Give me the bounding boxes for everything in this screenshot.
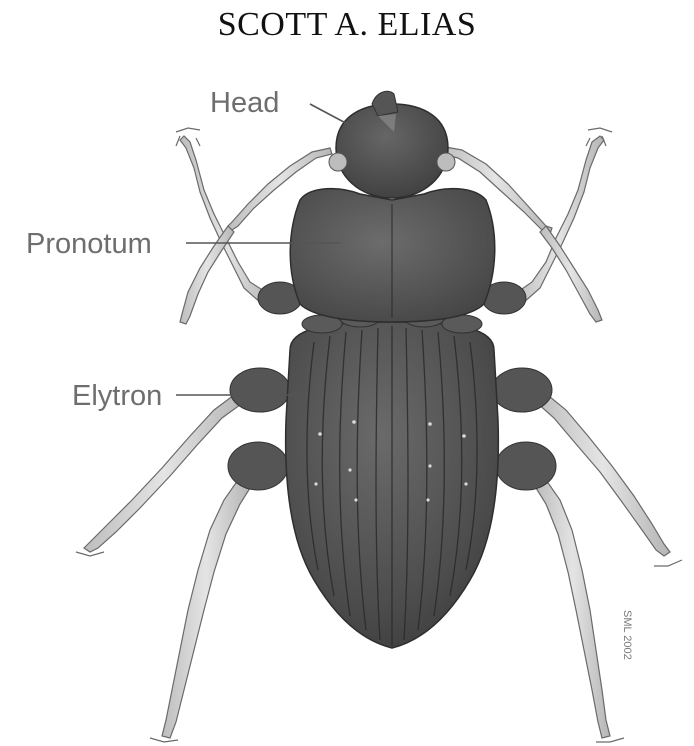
label-head: Head: [210, 87, 279, 119]
elytra: [286, 322, 499, 648]
hind-left-leg: [150, 480, 250, 742]
label-pronotum: Pronotum: [26, 228, 152, 260]
front-left-leg: [176, 128, 272, 304]
mid-right-leg: [536, 392, 682, 566]
head: [329, 91, 455, 198]
hind-right-leg: [536, 480, 624, 742]
pronotum: [290, 189, 495, 322]
artist-signature: SML 2002: [621, 610, 633, 660]
label-elytron: Elytron: [72, 380, 162, 412]
front-right-leg: [512, 128, 612, 304]
